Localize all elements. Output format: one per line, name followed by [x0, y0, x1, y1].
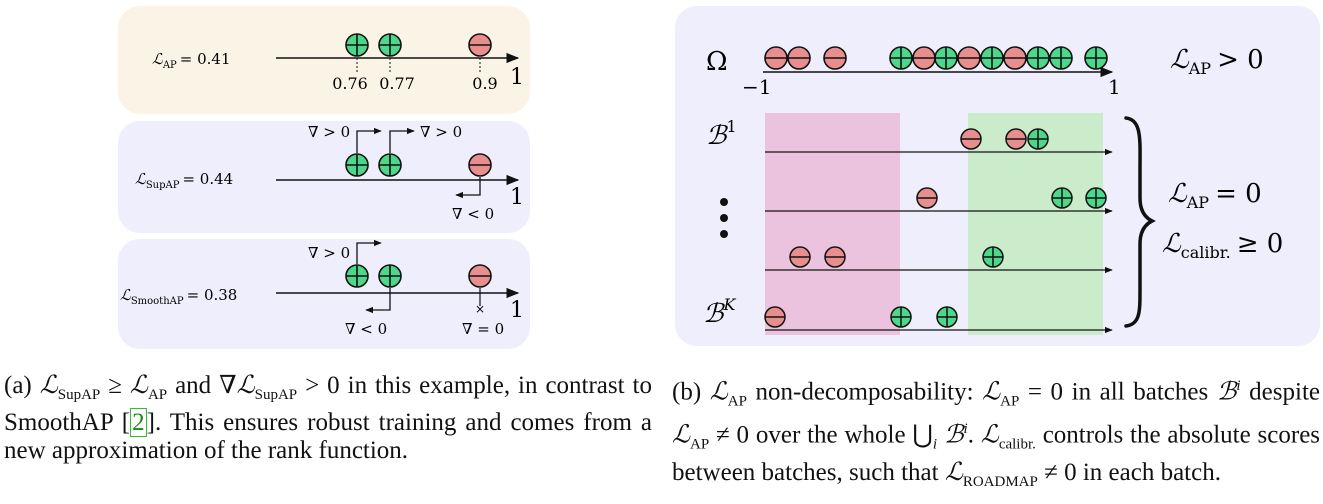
row2-positive-2: [378, 153, 402, 177]
omega-negative-5: [957, 46, 981, 70]
panel-b: Ω −1 1 ℒAP> 0 ℬ1 ℬK: [675, 6, 1320, 346]
row2-grad-label-1: ∇ > 0: [308, 123, 350, 141]
row3-grad-label-2: ∇ < 0: [345, 320, 387, 338]
row3-grad-arrow-1: [356, 239, 382, 264]
panel-a-row3-bg: [118, 239, 530, 349]
row3-positive-2: [378, 264, 402, 288]
omega-positive-1: [889, 46, 913, 70]
row2-grad-arrow-2: [389, 127, 415, 153]
caption-a: (a) ℒSupAP ≥ ℒAP and ∇ℒSupAP > 0 in this…: [4, 372, 652, 464]
row3-axis-end: 1: [510, 298, 524, 323]
batch-last-label: ℬK: [703, 295, 736, 329]
row3-grad-arrow-2: [365, 288, 391, 314]
pink-region: [765, 113, 900, 335]
figure: ℒAP= 0.41 0.76 0.77 0.9 1 ℒSupAP= 0.44 ∇…: [118, 6, 1320, 349]
omega-positive-3: [980, 46, 1004, 70]
batch3-positive-1: [982, 246, 1004, 268]
batch-first-label: ℬ1: [706, 117, 737, 151]
omega-negative-2: [787, 46, 811, 70]
row2-grad-arrow-1: [356, 127, 382, 153]
omega-negative-6: [1003, 46, 1027, 70]
row3-loss-label: ℒSmoothAP= 0.38: [120, 286, 237, 307]
omega-positive-6: [1084, 46, 1108, 70]
batch2-positive-2: [1085, 187, 1107, 209]
omega-axis-end: 1: [1108, 75, 1121, 99]
row1-tick-1: 0.76: [332, 74, 368, 93]
row2-negative-1: [468, 153, 492, 177]
row2-grad-arrow-3: [455, 177, 481, 199]
batch1-negative-1: [960, 128, 982, 150]
green-region: [968, 113, 1103, 335]
row3-grad-label-3: ∇ = 0: [462, 320, 504, 338]
row2-loss-label: ℒSupAP= 0.44: [135, 170, 233, 191]
loss-batch-label: ℒAP= 0: [1168, 179, 1262, 212]
row1-tick-2: 0.77: [379, 74, 415, 93]
row1-axis-end: 1: [510, 65, 524, 90]
panel-a-row1-bg: [118, 6, 530, 114]
citation-link[interactable]: 2: [130, 408, 147, 437]
loss-global-label: ℒAP> 0: [1170, 45, 1264, 78]
row1-positive-2: [378, 33, 402, 57]
panel-a-row2-bg: [118, 121, 530, 233]
omega-label: Ω: [706, 47, 728, 77]
row1-loss-label: ℒAP= 0.41: [152, 50, 231, 71]
batchK-positive-2: [936, 306, 958, 328]
row2-grad-label-3: ∇ < 0: [452, 205, 494, 223]
row2-positive-1: [345, 153, 369, 177]
omega-positive-5: [1049, 46, 1073, 70]
omega-positive-4: [1026, 46, 1050, 70]
panel-a: ℒAP= 0.41 0.76 0.77 0.9 1 ℒSupAP= 0.44 ∇…: [118, 6, 530, 349]
omega-negative-4: [912, 46, 936, 70]
row1-positive-1: [345, 33, 369, 57]
vertical-ellipsis: [720, 198, 728, 238]
batch1-positive-1: [1027, 128, 1049, 150]
row2-axis-end: 1: [510, 185, 524, 210]
batch2-negative-1: [916, 187, 938, 209]
omega-axis-start: −1: [742, 75, 771, 99]
row3-grad-label-1: ∇ > 0: [308, 244, 350, 262]
row2-grad-label-2: ∇ > 0: [420, 123, 462, 141]
omega-negative-3: [823, 46, 847, 70]
right-brace: [1124, 116, 1156, 328]
batch3-negative-1: [789, 246, 811, 268]
omega-positive-2: [934, 46, 958, 70]
batch1-negative-2: [1005, 128, 1027, 150]
row1-tick-3: 0.9: [472, 74, 497, 93]
batch2-positive-1: [1051, 187, 1073, 209]
batchK-positive-1: [890, 306, 912, 328]
caption-b: (b) ℒAP non-decomposability: ℒAP = 0 in …: [672, 378, 1321, 490]
batch3-negative-2: [824, 246, 846, 268]
batchK-negative-1: [764, 306, 786, 328]
row3-zero-grad-mark: ×: [475, 302, 485, 316]
row3-negative-1: [468, 264, 492, 288]
calib-loss-label: ℒcalibr.≥ 0: [1162, 229, 1283, 262]
omega-negative-1: [764, 46, 788, 70]
row3-positive-1: [345, 264, 369, 288]
row1-negative-1: [468, 33, 492, 57]
